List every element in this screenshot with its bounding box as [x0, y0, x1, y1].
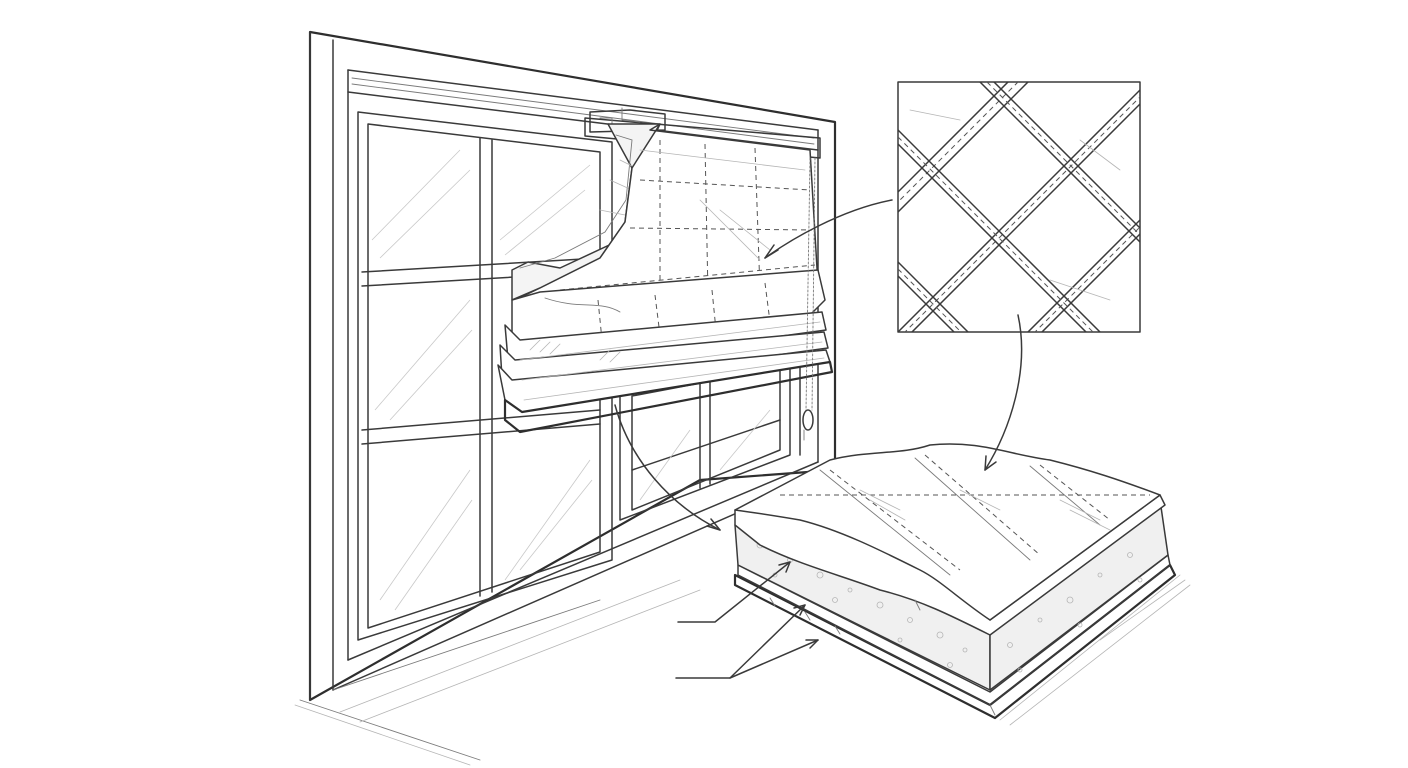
pointer-arrows [614, 199, 1023, 531]
fabric-pattern-detail [897, 81, 1141, 333]
layered-panel-cross-section [733, 443, 1191, 726]
pull-chain [802, 157, 816, 441]
roman-shade [497, 123, 834, 434]
window-frame [294, 30, 837, 766]
leader-lines [675, 561, 819, 679]
